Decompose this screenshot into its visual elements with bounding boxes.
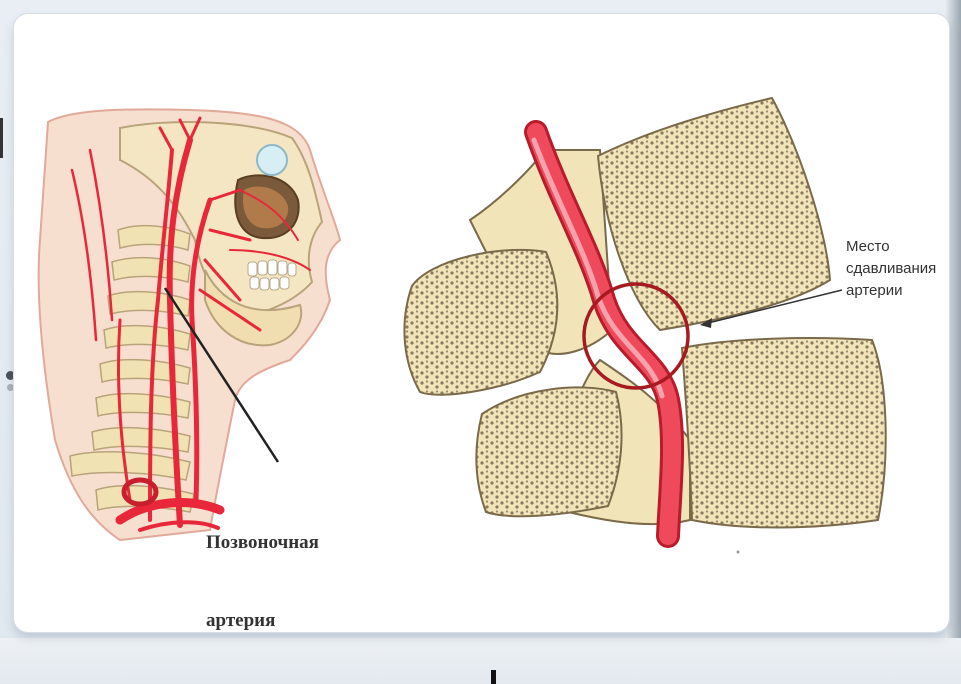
label-line-3: артерии	[846, 280, 936, 302]
vertebral-body-right-lower	[682, 338, 886, 527]
head-neck-illustration	[39, 109, 340, 540]
label-line-1: Позвоночная	[206, 530, 319, 556]
eyeball	[257, 145, 287, 175]
vertebral-artery-label: Позвоночная артерия	[206, 478, 319, 660]
compression-site-label: Место сдавливания артерии	[846, 236, 936, 302]
label-line-2: сдавливания	[846, 258, 936, 280]
label-line-1: Место	[846, 236, 936, 258]
vertebra-illustration	[404, 98, 885, 554]
teeth	[248, 260, 296, 290]
vertebral-body-left-lower	[476, 387, 621, 516]
label-line-2: артерия	[206, 608, 319, 634]
vertebral-body-left-upper	[404, 250, 557, 395]
vertebral-body-right-upper	[598, 98, 830, 330]
